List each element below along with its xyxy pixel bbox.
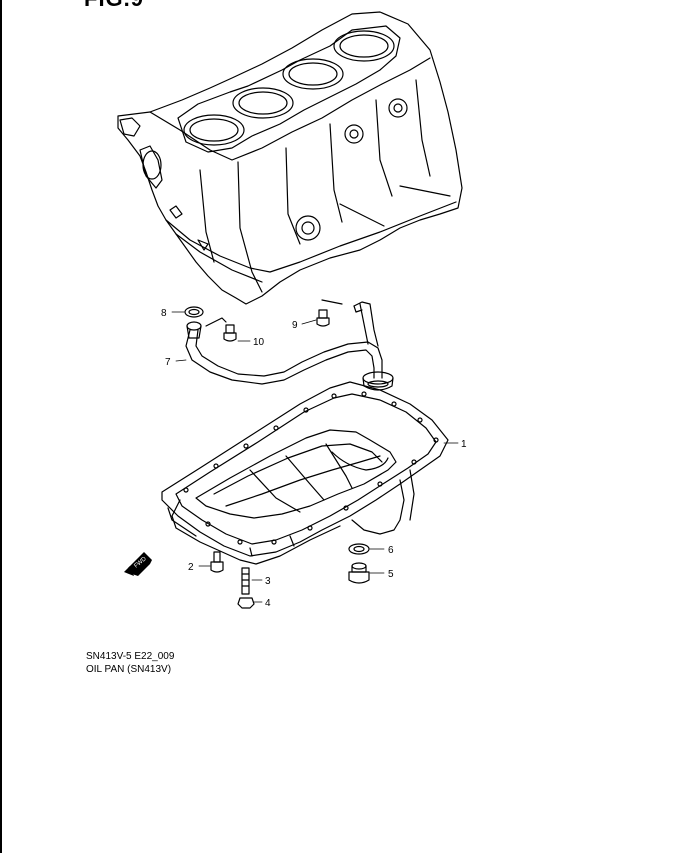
gasket-8 [184, 306, 204, 318]
callout-7: 7 [165, 357, 171, 368]
callout-9: 9 [292, 320, 298, 331]
callout-4: 4 [265, 598, 271, 609]
callout-8: 8 [161, 308, 167, 319]
nut-4 [237, 597, 255, 609]
bolt-9 [316, 309, 330, 327]
fwd-arrow-icon: FWD [124, 552, 152, 576]
callout-3: 3 [265, 576, 271, 587]
stud-3 [241, 567, 250, 595]
bolt-2 [210, 551, 224, 573]
dash-line-8 [205, 317, 227, 327]
callout-2: 2 [188, 562, 194, 573]
callout-6: 6 [388, 545, 394, 556]
callout-1: 1 [461, 439, 467, 450]
dash-line-9 [321, 299, 343, 305]
drain-plug-5 [348, 562, 370, 584]
oil-strainer-pipe-illustration [185, 301, 394, 391]
oil-pan-illustration [161, 381, 449, 565]
left-border-line [0, 0, 2, 853]
callout-5: 5 [388, 569, 394, 580]
drain-gasket-6 [348, 543, 370, 555]
diagram-code: SN413V-5 E22_009 [86, 651, 175, 662]
engine-block-illustration [117, 11, 463, 305]
callout-10: 10 [253, 337, 265, 348]
diagram-caption-title: OIL PAN (SN413V) [86, 664, 172, 675]
bolt-10 [223, 324, 237, 342]
figure-title: FIG.9 [84, 0, 144, 12]
